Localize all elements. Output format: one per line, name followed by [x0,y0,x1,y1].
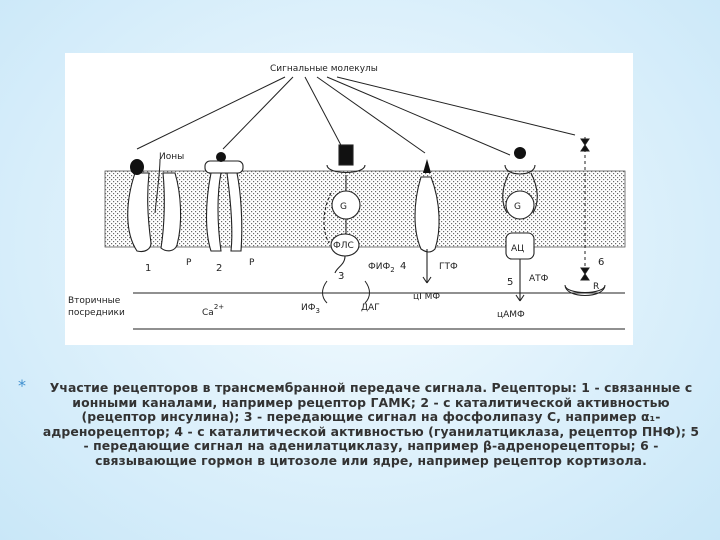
cell-membrane [104,170,626,248]
plc-arrow-right [364,280,370,304]
camp-label: цАМФ [497,310,525,320]
calcium-label: Ca2+ [202,303,224,318]
gtp-label: ГТФ [439,262,458,272]
atp-label: АТФ [529,274,549,284]
g-label-3: G [340,202,347,212]
dag-label: ДАГ [361,303,380,313]
ac-label: АЦ [511,244,524,254]
r-label: R [593,282,599,292]
plc-label: ФЛС [333,241,354,251]
receptor-1-ion-channel [127,172,182,253]
receptor-4-gc [414,176,440,284]
plc-arrow-left [322,280,328,304]
p-label-2: P [249,258,255,268]
ions-label: Ионы [159,152,184,162]
ip3-label: ИФ3 [301,303,320,315]
receptor-number-6: 6 [598,257,604,268]
receptor-number-2: 2 [216,263,222,274]
receptor-number-4: 4 [400,261,406,272]
signal-molecule-4 [423,159,431,173]
signal-molecule-2 [216,152,226,162]
receptor-number-3: 3 [338,271,344,282]
signal-molecule-1 [130,159,144,175]
receptor-3-gpcr [323,144,366,274]
receptor-5-ac [502,164,538,302]
signal-molecule-5 [514,147,526,159]
receptor-number-5: 5 [507,277,513,288]
signal-molecules-title: Сигнальные молекулы [270,64,378,74]
figure-caption: Участие рецепторов в трансмембранной пер… [42,380,700,468]
signal-fan-lines [136,76,576,156]
p-label-1: P [186,258,192,268]
second-messengers-label-1: Вторичные [68,296,121,306]
second-messengers-label-2: посредники [68,308,125,318]
pip2-label: ФИФ2 [368,262,395,274]
receptor-number-1: 1 [145,263,151,274]
g-label-5: G [514,202,521,212]
bullet-marker: * [18,376,26,395]
cgmp-label: цГМФ [413,292,440,302]
receptor-2-dimer [204,160,244,252]
ions-arrow [154,158,161,214]
receptor-diagram: Сигнальные молекулы Ионы P P G ФЛС ФИ [65,53,633,345]
